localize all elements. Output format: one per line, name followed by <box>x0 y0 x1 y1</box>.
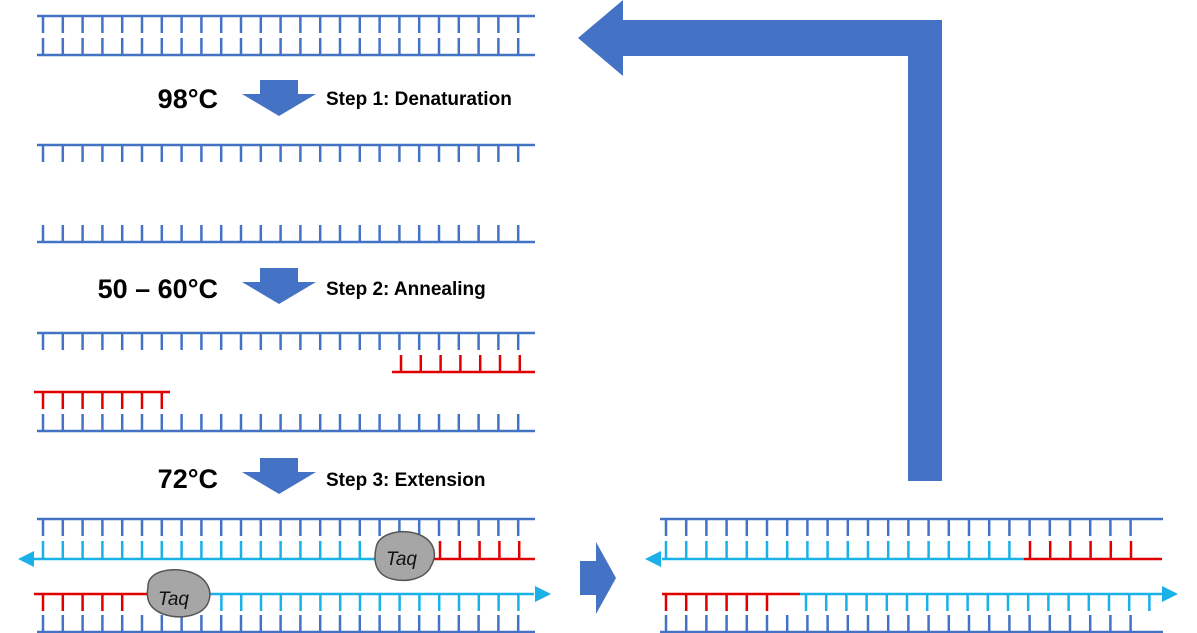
step2-down-arrow <box>242 268 316 304</box>
taq-label-bottom: Taq <box>158 589 189 610</box>
step2-label: Step 2: Annealing <box>326 279 486 300</box>
step1-down-arrow <box>242 80 316 116</box>
taq-enzyme-bottom: Taq <box>146 568 211 618</box>
step3-label: Step 3: Extension <box>326 470 485 491</box>
new-strand-top-arrowhead <box>18 551 34 567</box>
step1-label: Step 1: Denaturation <box>326 89 512 110</box>
taq-label-top: Taq <box>386 549 417 570</box>
step3-temperature: 72°C <box>158 464 218 494</box>
step1-temperature: 98°C <box>158 84 218 114</box>
dna-strands <box>18 14 1178 633</box>
product-new-strand-top-arrowhead <box>645 551 661 567</box>
new-strand-bottom-arrowhead <box>535 586 551 602</box>
cycle-return-arrow <box>578 0 942 481</box>
step3-down-arrow <box>242 458 316 494</box>
step2-temperature: 50 – 60°C <box>98 274 218 304</box>
result-right-arrow <box>580 542 616 614</box>
taq-enzyme-top: Taq <box>374 531 436 582</box>
product-new-strand-bottom-arrowhead <box>1162 586 1178 602</box>
